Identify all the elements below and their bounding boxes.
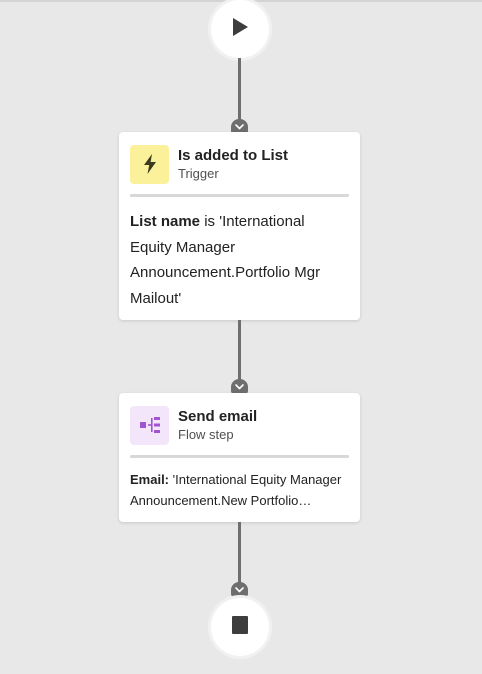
card-divider <box>130 455 349 458</box>
stop-icon <box>232 615 248 639</box>
end-node[interactable] <box>211 598 269 656</box>
chevron-down-icon[interactable] <box>231 119 248 134</box>
chevron-down-icon[interactable] <box>231 379 248 394</box>
flow-step-title: Send email <box>178 408 258 425</box>
flow-step-subtitle: Flow step <box>178 427 234 442</box>
flow-step-icon <box>130 405 169 445</box>
connector-line <box>238 58 241 124</box>
connector-line <box>238 320 241 384</box>
detail-label: Email: <box>130 472 170 487</box>
lightning-bolt-icon <box>130 144 169 184</box>
flow-step-card[interactable]: Send email Flow step Email: 'Internation… <box>119 393 360 522</box>
condition-label: List name <box>130 213 201 230</box>
trigger-card-header: Is added to List Trigger <box>130 144 349 184</box>
condition-text: is 'International Equity Manager Announc… <box>130 213 321 307</box>
trigger-subtitle: Trigger <box>178 166 219 181</box>
card-divider <box>130 194 349 197</box>
flow-step-detail: Email: 'International Equity Manager Ann… <box>130 469 349 511</box>
play-icon <box>231 17 249 42</box>
trigger-title: Is added to List <box>178 147 289 164</box>
start-node[interactable] <box>211 0 269 58</box>
connector-line <box>238 522 241 586</box>
trigger-condition: List name is 'International Equity Manag… <box>130 209 349 311</box>
trigger-card[interactable]: Is added to List Trigger List name is 'I… <box>119 132 360 320</box>
detail-text: 'International Equity Manager Announceme… <box>130 472 342 508</box>
chevron-down-icon[interactable] <box>231 582 248 597</box>
flow-step-card-header: Send email Flow step <box>130 405 349 445</box>
